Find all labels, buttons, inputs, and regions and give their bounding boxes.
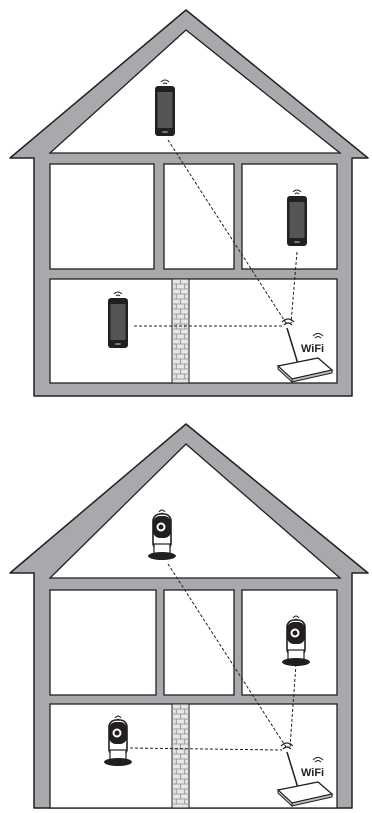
camera-icon (148, 509, 176, 560)
connection-lines (129, 563, 297, 751)
room-upper-left (49, 163, 155, 270)
diagram-phones: WiFi (9, 9, 369, 397)
smartphone-icon (155, 79, 175, 136)
router-label: WiFi (301, 343, 324, 355)
room-upper-middle (163, 589, 235, 696)
router-label: WiFi (301, 767, 324, 779)
wifi-signal-icon (280, 742, 294, 750)
diagram-cameras: WiFi (9, 423, 369, 809)
room-upper-middle (163, 163, 235, 270)
camera-icon (282, 615, 310, 666)
wifi-signal-icon (281, 318, 295, 326)
router-icon: WiFi (276, 742, 334, 808)
camera-icon (104, 715, 132, 766)
brick-wall (171, 703, 190, 809)
room-upper-left (49, 589, 157, 696)
smartphone-icon (287, 189, 307, 246)
brick-wall (171, 278, 190, 384)
attic (48, 29, 342, 154)
router-icon: WiFi (276, 318, 334, 384)
attic (48, 443, 342, 579)
connection-lines (134, 139, 298, 327)
smartphone-icon (108, 291, 128, 348)
